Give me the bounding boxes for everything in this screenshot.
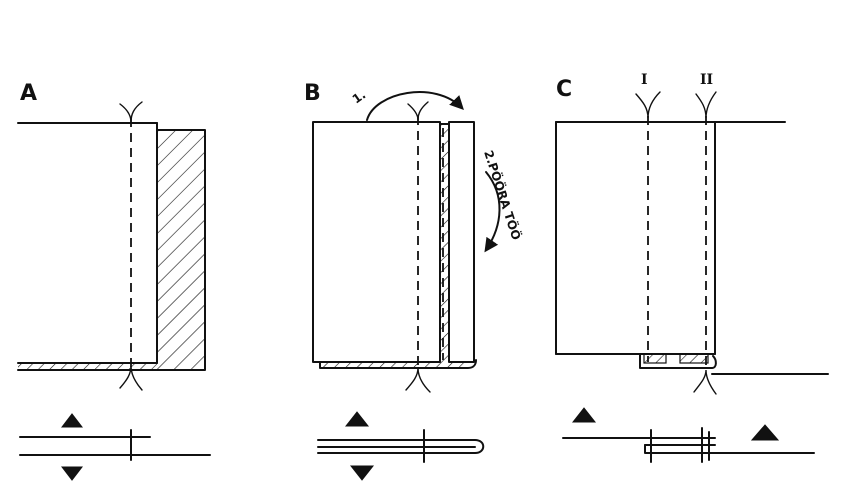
panel-b-triangle-down xyxy=(349,465,375,481)
panel-b-triangle-up xyxy=(344,411,370,427)
panel-b-fold-arrow xyxy=(366,91,464,121)
panel-c-triangle-right xyxy=(750,424,780,441)
panel-b-thread-top xyxy=(407,101,429,121)
panel-b-turn-arrow xyxy=(484,171,501,253)
panel-c-fabric xyxy=(555,121,829,375)
panel-a-triangle-down xyxy=(60,466,84,481)
panel-b-letter: B xyxy=(304,81,321,106)
panel-b: B 1. 2.PÖÖRA TÖÖ xyxy=(304,81,524,481)
panel-c-triangle-left xyxy=(571,407,597,423)
panel-c-letter: C xyxy=(556,77,572,102)
panel-b-step-one-label: 1. xyxy=(350,88,369,107)
panel-a-thread-bottom xyxy=(119,365,143,391)
panel-b-thread-bottom xyxy=(405,367,431,393)
panel-c: C I II xyxy=(555,72,829,463)
panel-c-thread-top-one xyxy=(635,91,661,119)
panel-a-hatched-underlayer xyxy=(17,129,206,371)
panel-c-seam-one-label: I xyxy=(641,72,648,88)
panel-c-cross-section xyxy=(562,407,815,463)
panel-b-cross-section xyxy=(317,411,485,481)
panel-b-step-two-label: 2.PÖÖRA TÖÖ xyxy=(481,148,524,241)
panel-c-thread-top-two xyxy=(695,91,717,119)
panel-a-letter: A xyxy=(20,81,37,106)
panel-a-thread-top xyxy=(119,101,143,123)
panel-c-thread-bottom xyxy=(693,369,717,395)
panel-a-cross-section xyxy=(19,413,211,481)
panel-c-seam-two-label: II xyxy=(700,72,713,88)
panel-b-fabric xyxy=(312,121,477,369)
panel-a-fabric-top xyxy=(17,122,158,364)
panel-a: A xyxy=(17,81,211,481)
panel-a-triangle-up xyxy=(60,413,84,428)
